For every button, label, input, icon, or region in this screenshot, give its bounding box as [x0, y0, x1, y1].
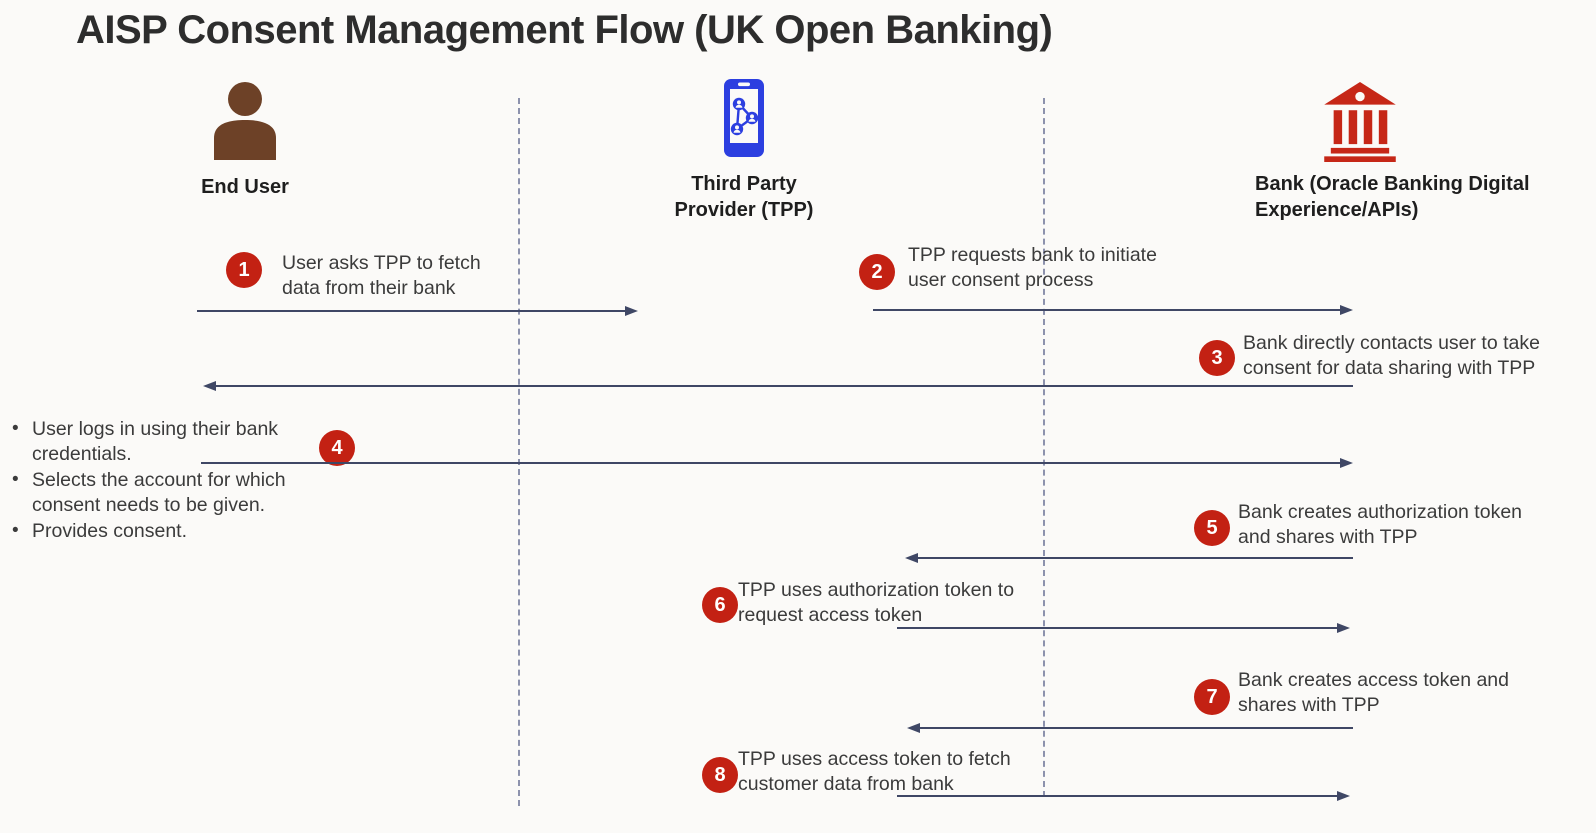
step-4-bullet-list: User logs in using their bank credential…	[10, 416, 352, 545]
arrow-shaft	[911, 557, 1353, 559]
arrow-head	[625, 306, 638, 316]
step-6-text: TPP uses authorization token to request …	[738, 579, 1015, 626]
step-5-badge: 5	[1194, 510, 1230, 546]
step-1-text: User asks TPP to fetch data from their b…	[282, 252, 481, 299]
smartphone-network-icon	[724, 79, 764, 157]
arrow-shaft	[913, 727, 1353, 729]
arrow-head	[907, 723, 920, 733]
lifeline-divider-left	[518, 98, 520, 806]
step-2-text: TPP requests bank to initiate user conse…	[908, 244, 1157, 291]
step-5-text: Bank creates authorization token and sha…	[1238, 501, 1523, 548]
step-4-badge: 4	[319, 430, 355, 466]
step-3-arrow	[203, 381, 1353, 391]
step-3-text: Bank directly contacts user to take cons…	[1243, 332, 1540, 379]
arrow-shaft	[197, 310, 632, 312]
arrow-head	[1337, 791, 1350, 801]
arrow-head	[203, 381, 216, 391]
arrow-shaft	[897, 627, 1344, 629]
arrow-head	[905, 553, 918, 563]
lifeline-divider-right	[1043, 98, 1045, 797]
step-8-text: TPP uses access token to fetch customer …	[738, 748, 1011, 795]
step-7-badge: 7	[1194, 679, 1230, 715]
step-7-arrow	[907, 723, 1353, 733]
bullet-item: Provides consent.	[12, 518, 352, 544]
actor-label-tpp: Third Party Provider (TPP)	[674, 173, 814, 221]
step-2-arrow	[873, 305, 1353, 315]
step-5-arrow	[905, 553, 1353, 563]
arrow-head	[1337, 623, 1350, 633]
bullet-item: User logs in using their bank credential…	[12, 416, 352, 467]
arrow-head	[1340, 305, 1353, 315]
arrow-shaft	[209, 385, 1353, 387]
arrow-shaft	[897, 795, 1344, 797]
step-7-text: Bank creates access token and shares wit…	[1238, 669, 1509, 716]
arrow-shaft	[873, 309, 1347, 311]
actor-label-bank: Bank (Oracle Banking Digital Experience/…	[1255, 173, 1530, 221]
arrow-head	[1340, 458, 1353, 468]
step-4-arrow	[201, 458, 1353, 468]
step-6-arrow	[897, 623, 1350, 633]
step-8-arrow	[897, 791, 1350, 801]
step-2-badge: 2	[859, 254, 895, 290]
page-title: AISP Consent Management Flow (UK Open Ba…	[76, 8, 1053, 52]
step-1-badge: 1	[226, 252, 262, 288]
step-8-badge: 8	[702, 757, 738, 793]
step-6-badge: 6	[702, 587, 738, 623]
arrow-shaft	[201, 462, 1347, 464]
bank-icon	[1324, 82, 1396, 162]
actor-label-end-user: End User	[201, 176, 289, 198]
step-1-arrow	[197, 306, 638, 316]
person-icon	[214, 82, 276, 160]
step-3-badge: 3	[1199, 340, 1235, 376]
bullet-item: Selects the account for which consent ne…	[12, 467, 352, 518]
